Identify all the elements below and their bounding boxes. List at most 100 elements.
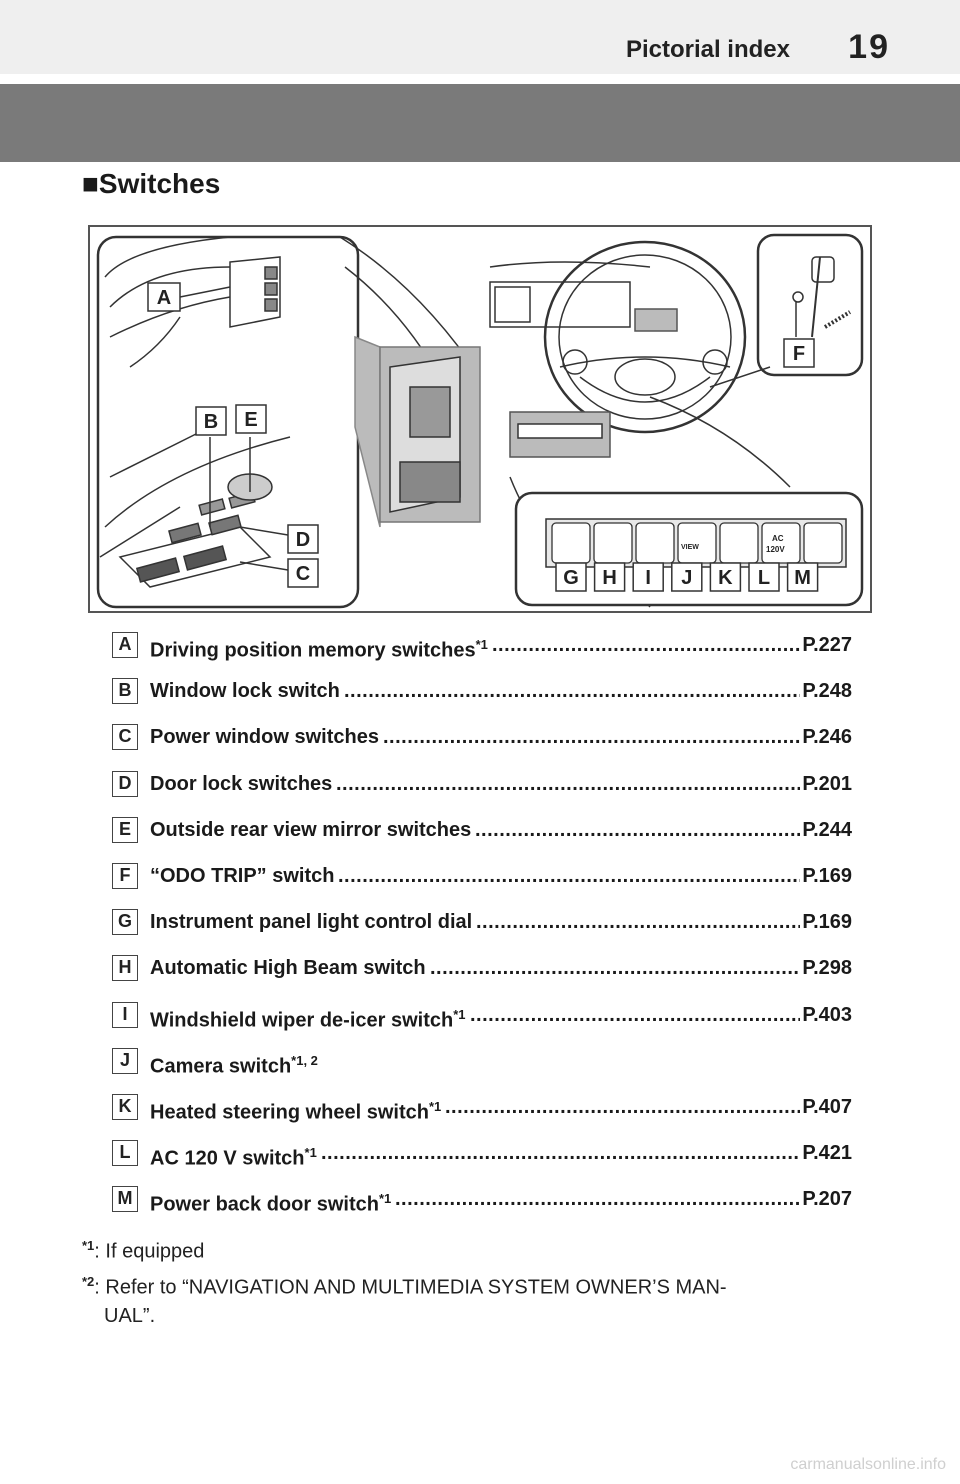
watermark: carmanualsonline.info (790, 1456, 946, 1473)
callout-box-6 (786, 562, 819, 592)
item-letter: K (112, 1093, 138, 1120)
index-item: B Window lock switch.....................… (112, 674, 852, 720)
callout-box-4 (709, 562, 742, 592)
item-label-wrap: Driving position memory switches*1 (150, 632, 488, 664)
item-letter: D (112, 770, 138, 797)
switch-callout-1: H (602, 567, 616, 589)
item-label: Driving position memory switches (150, 639, 476, 662)
item-label-wrap: Door lock switches (150, 771, 332, 797)
item-page-ref: P.244 (800, 816, 852, 843)
index-item: D Door lock switches.....................… (112, 767, 852, 813)
item-footnote-mark: *1 (378, 1191, 392, 1207)
item-label: Windshield wiper de-icer switch (150, 1009, 454, 1032)
item-leader-dots: ........................................… (445, 1095, 800, 1118)
switch-callout-2: I (645, 567, 651, 589)
item-label: Door lock switches (150, 772, 333, 795)
callout-box-0 (555, 562, 587, 592)
item-label-wrap: Window lock switch (150, 678, 340, 704)
item-label-wrap: Instrument panel light control dial (150, 909, 472, 935)
switch-callout-6: M (794, 567, 811, 589)
section-band (0, 84, 960, 162)
item-leader-dots: ........................................… (476, 911, 800, 934)
item-page-ref: P.169 (800, 862, 852, 889)
index-item: K Heated steering wheel switch*1.........… (112, 1090, 852, 1136)
item-page-ref: P.248 (800, 678, 852, 705)
item-page-ref: P.207 (800, 1186, 852, 1213)
item-page-ref: P.403 (800, 1001, 852, 1028)
item-footnote-mark: *1 (428, 1098, 442, 1114)
item-label-wrap: Automatic High Beam switch (150, 955, 426, 981)
item-footnote-mark: *1 (475, 637, 488, 652)
index-item: F “ODO TRIP” switch......................… (112, 859, 852, 905)
switch-callout-0: G (563, 567, 579, 589)
item-page-ref: P.227 (800, 632, 852, 658)
item-label-wrap: AC 120 V switch*1 (150, 1140, 317, 1172)
index-item: C Power window switches..................… (112, 720, 852, 766)
item-letter: F (112, 862, 138, 889)
item-label: Power back door switch (150, 1193, 379, 1216)
item-label-wrap: Heated steering wheel switch*1 (150, 1094, 441, 1126)
callout-A: A (157, 287, 171, 309)
item-label-wrap: Power back door switch*1 (150, 1186, 391, 1218)
callout-box-3 (671, 562, 703, 592)
item-leader-dots: ........................................… (344, 680, 800, 703)
item-label-wrap: “ODO TRIP” switch (150, 863, 334, 889)
item-page-ref: P.298 (800, 955, 852, 982)
item-letter: G (112, 909, 138, 936)
index-item: J Camera switch*1, 2 (112, 1044, 852, 1090)
callout-F: F (793, 343, 805, 365)
item-leader-dots: ........................................… (395, 1188, 800, 1211)
switch-callout-5: L (758, 567, 770, 589)
header-band (0, 0, 960, 74)
item-leader-dots: ........................................… (430, 957, 800, 980)
item-label-wrap: Outside rear view mirror switches (150, 817, 471, 843)
item-page-ref: P.421 (800, 1140, 852, 1167)
section-title: ■Switches (82, 168, 221, 199)
footnote-2: *2: Refer to “NAVIGATION AND MULTIMEDIA … (82, 1268, 727, 1330)
item-letter: J (112, 1047, 138, 1074)
item-leader-dots: ........................................… (383, 726, 800, 749)
item-letter: C (112, 724, 138, 751)
item-letter: M (112, 1186, 138, 1213)
switch-callout-4: K (718, 567, 733, 589)
callout-box-5 (748, 562, 780, 592)
item-letter: E (112, 816, 138, 843)
item-page-ref: P.201 (800, 770, 852, 797)
item-page-ref: P.407 (800, 1093, 852, 1120)
index-item: G Instrument panel light control dial....… (112, 905, 852, 951)
callout-B: B (204, 411, 218, 433)
callout-E: E (244, 409, 257, 431)
callout-C: C (296, 563, 310, 585)
callout-D: D (296, 529, 310, 551)
item-footnote-mark: *1 (304, 1145, 317, 1161)
switch-callout-3: J (681, 567, 692, 589)
footnote-2-text: : Refer to “NAVIGATION AND MULTIMEDIA SY… (94, 1276, 727, 1299)
item-leader-dots: ........................................… (336, 772, 800, 795)
item-label: AC 120 V switch (150, 1147, 305, 1170)
footnote-1-mark: *1 (82, 1238, 95, 1253)
item-letter: B (112, 678, 138, 705)
footnote-2-text-continued: UAL”. (104, 1304, 156, 1327)
item-label: Automatic High Beam switch (150, 957, 426, 980)
item-leader-dots: ........................................… (338, 864, 800, 887)
callout-box-2 (632, 562, 664, 592)
item-label: Camera switch (150, 1055, 292, 1078)
index-item: E Outside rear view mirror switches......… (112, 813, 852, 859)
item-footnote-mark: *1, 2 (291, 1052, 318, 1068)
callout-box-1 (593, 562, 626, 592)
item-leader-dots: ........................................… (475, 818, 800, 841)
ac-volt-text: 120V (766, 545, 785, 554)
footnote-1: *1: If equipped (82, 1232, 204, 1266)
item-label: Instrument panel light control dial (150, 911, 473, 934)
item-leader-dots: ........................................… (470, 1003, 800, 1026)
item-label: Heated steering wheel switch (150, 1101, 429, 1124)
item-label-wrap: Power window switches (150, 724, 379, 750)
item-label: “ODO TRIP” switch (150, 864, 335, 887)
